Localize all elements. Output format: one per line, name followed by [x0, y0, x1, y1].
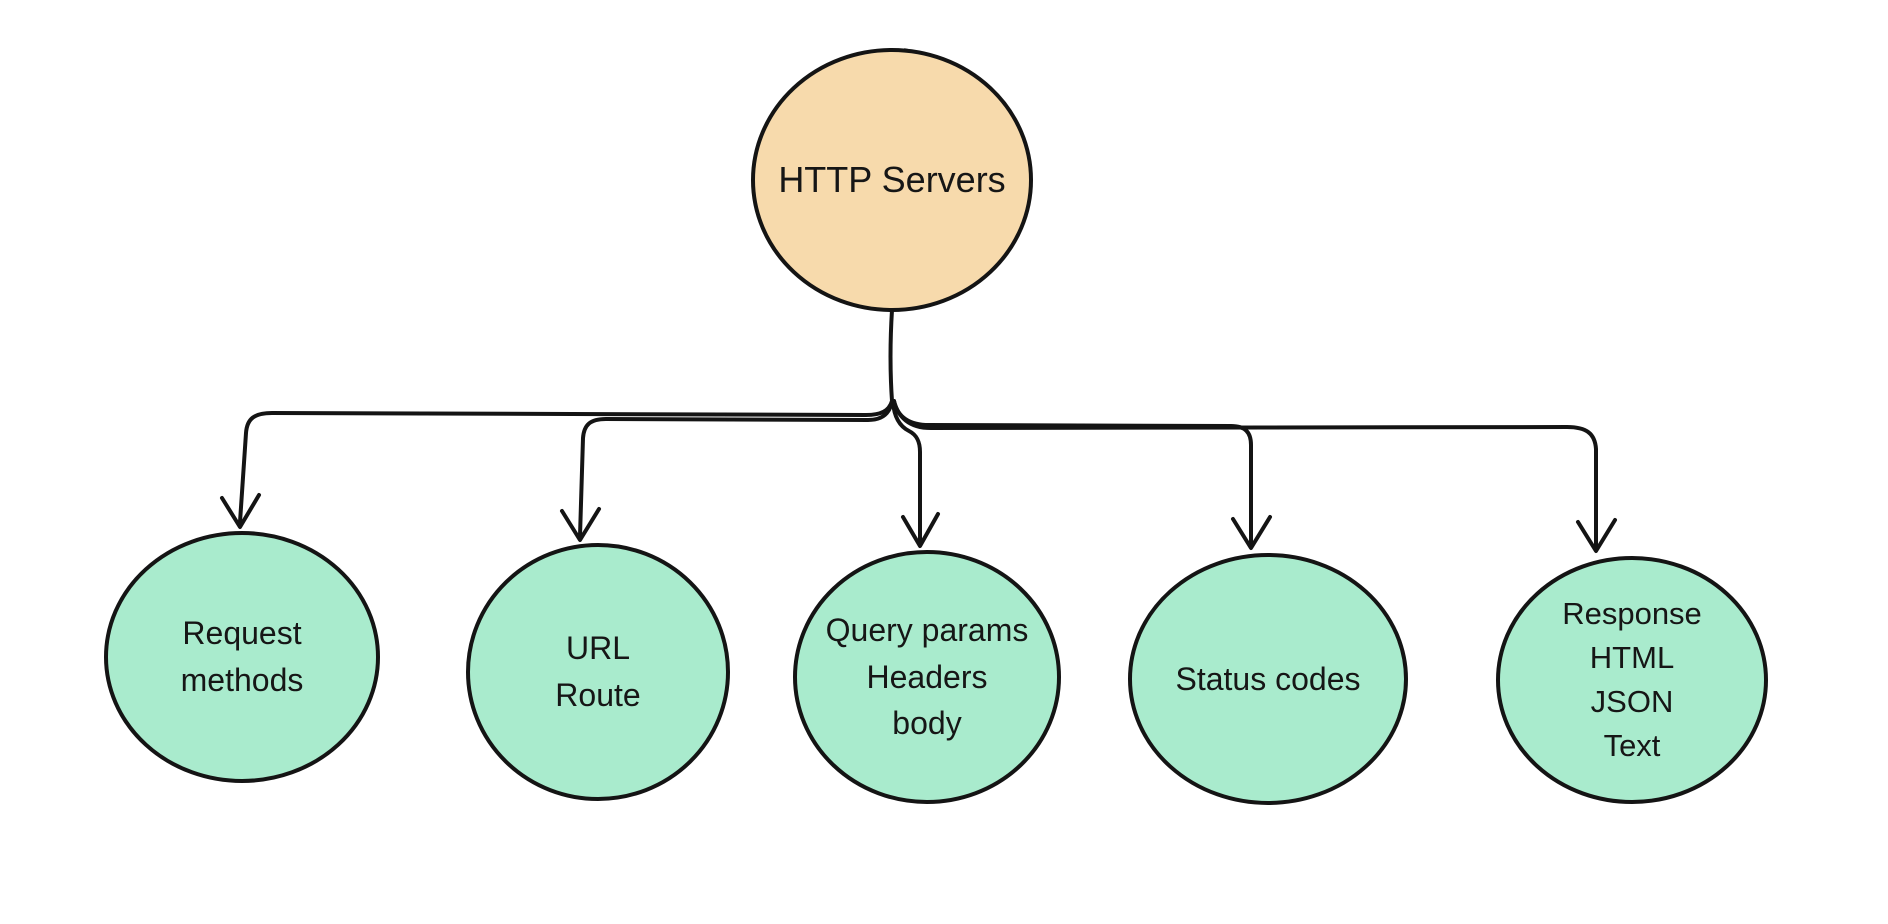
connector-root-stem — [888, 308, 894, 403]
node-url-route-shape — [466, 543, 730, 801]
connector-to-query-params — [891, 400, 940, 548]
node-request-methods-shape — [104, 531, 380, 783]
connector-to-url-route — [560, 399, 894, 542]
node-query-params-shape — [793, 550, 1061, 804]
connector-to-status-codes — [892, 399, 1272, 550]
connector-group — [104, 48, 1768, 805]
node-status-codes-shape — [1128, 553, 1408, 805]
node-response-formats-shape — [1496, 556, 1768, 804]
connector-to-response-formats — [892, 399, 1617, 553]
node-http-servers-shape — [751, 48, 1033, 312]
